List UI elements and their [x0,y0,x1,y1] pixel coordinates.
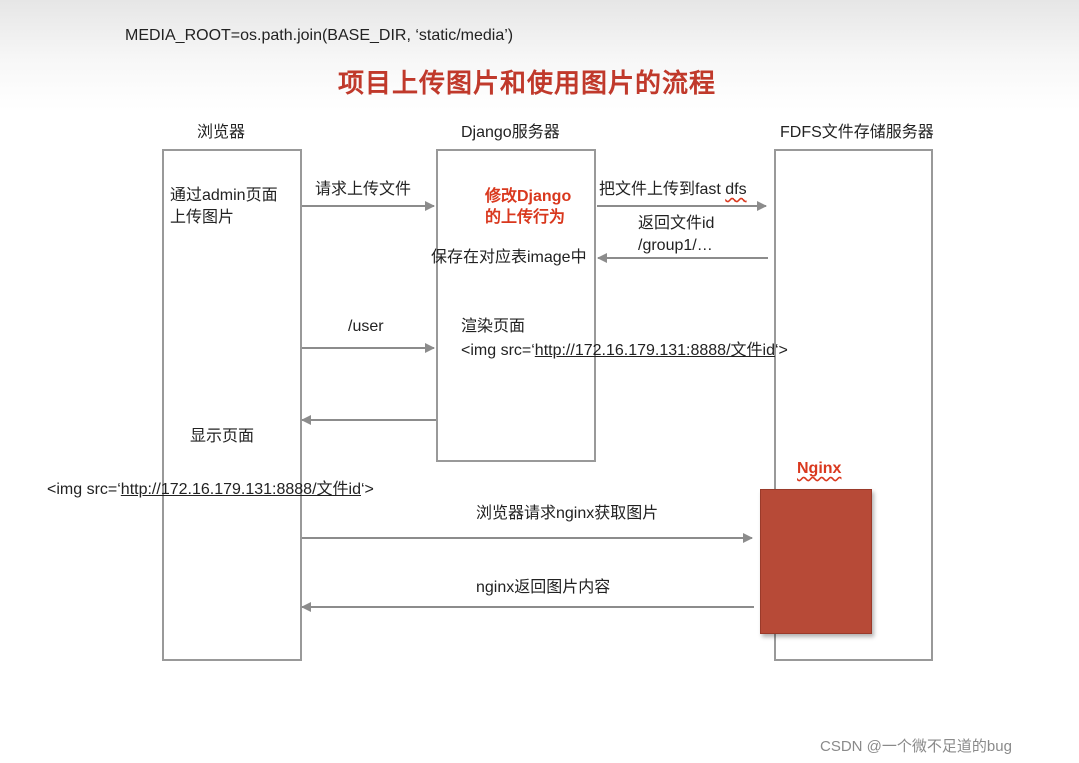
msg-browser-request-nginx: 浏览器请求nginx获取图片 [476,505,659,522]
nginx-box [760,489,872,634]
lane-title-browser: 浏览器 [197,124,246,141]
diagram-title: 项目上传图片和使用图片的流程 [338,68,717,98]
browser-show-page: 显示页面 [190,428,255,445]
fdfs-lane-box [774,149,933,661]
browser-img-tag: <img src=‘http://172.16.179.131:8888/文件i… [47,481,374,498]
browser-lane-box [162,149,302,661]
msg-upload-to-fdfs: 把文件上传到fast dfs [599,181,747,198]
django-lane-box [436,149,596,462]
msg-user-path: /user [348,318,384,335]
lane-title-django: Django服务器 [461,124,560,141]
msg-request-upload: 请求上传文件 [315,181,412,198]
msg-return-id: 返回文件id /group1/… [638,215,715,254]
media-root-code: MEDIA_ROOT=os.path.join(BASE_DIR, ‘stati… [125,27,514,44]
django-render-title: 渲染页面 [461,318,526,335]
csdn-watermark: CSDN @一个微不足道的bug [820,738,1012,755]
nginx-label: Nginx [797,460,842,477]
django-render-img-tag: <img src=‘http://172.16.179.131:8888/文件i… [461,342,788,359]
browser-admin-upload: 通过admin页面 上传图片 [170,187,278,226]
msg-nginx-return: nginx返回图片内容 [476,579,611,596]
django-save-text: 保存在对应表image中 [431,249,587,266]
lane-title-fdfs: FDFS文件存储服务器 [780,124,934,141]
django-modify-upload: 修改Django 的上传行为 [485,188,572,226]
